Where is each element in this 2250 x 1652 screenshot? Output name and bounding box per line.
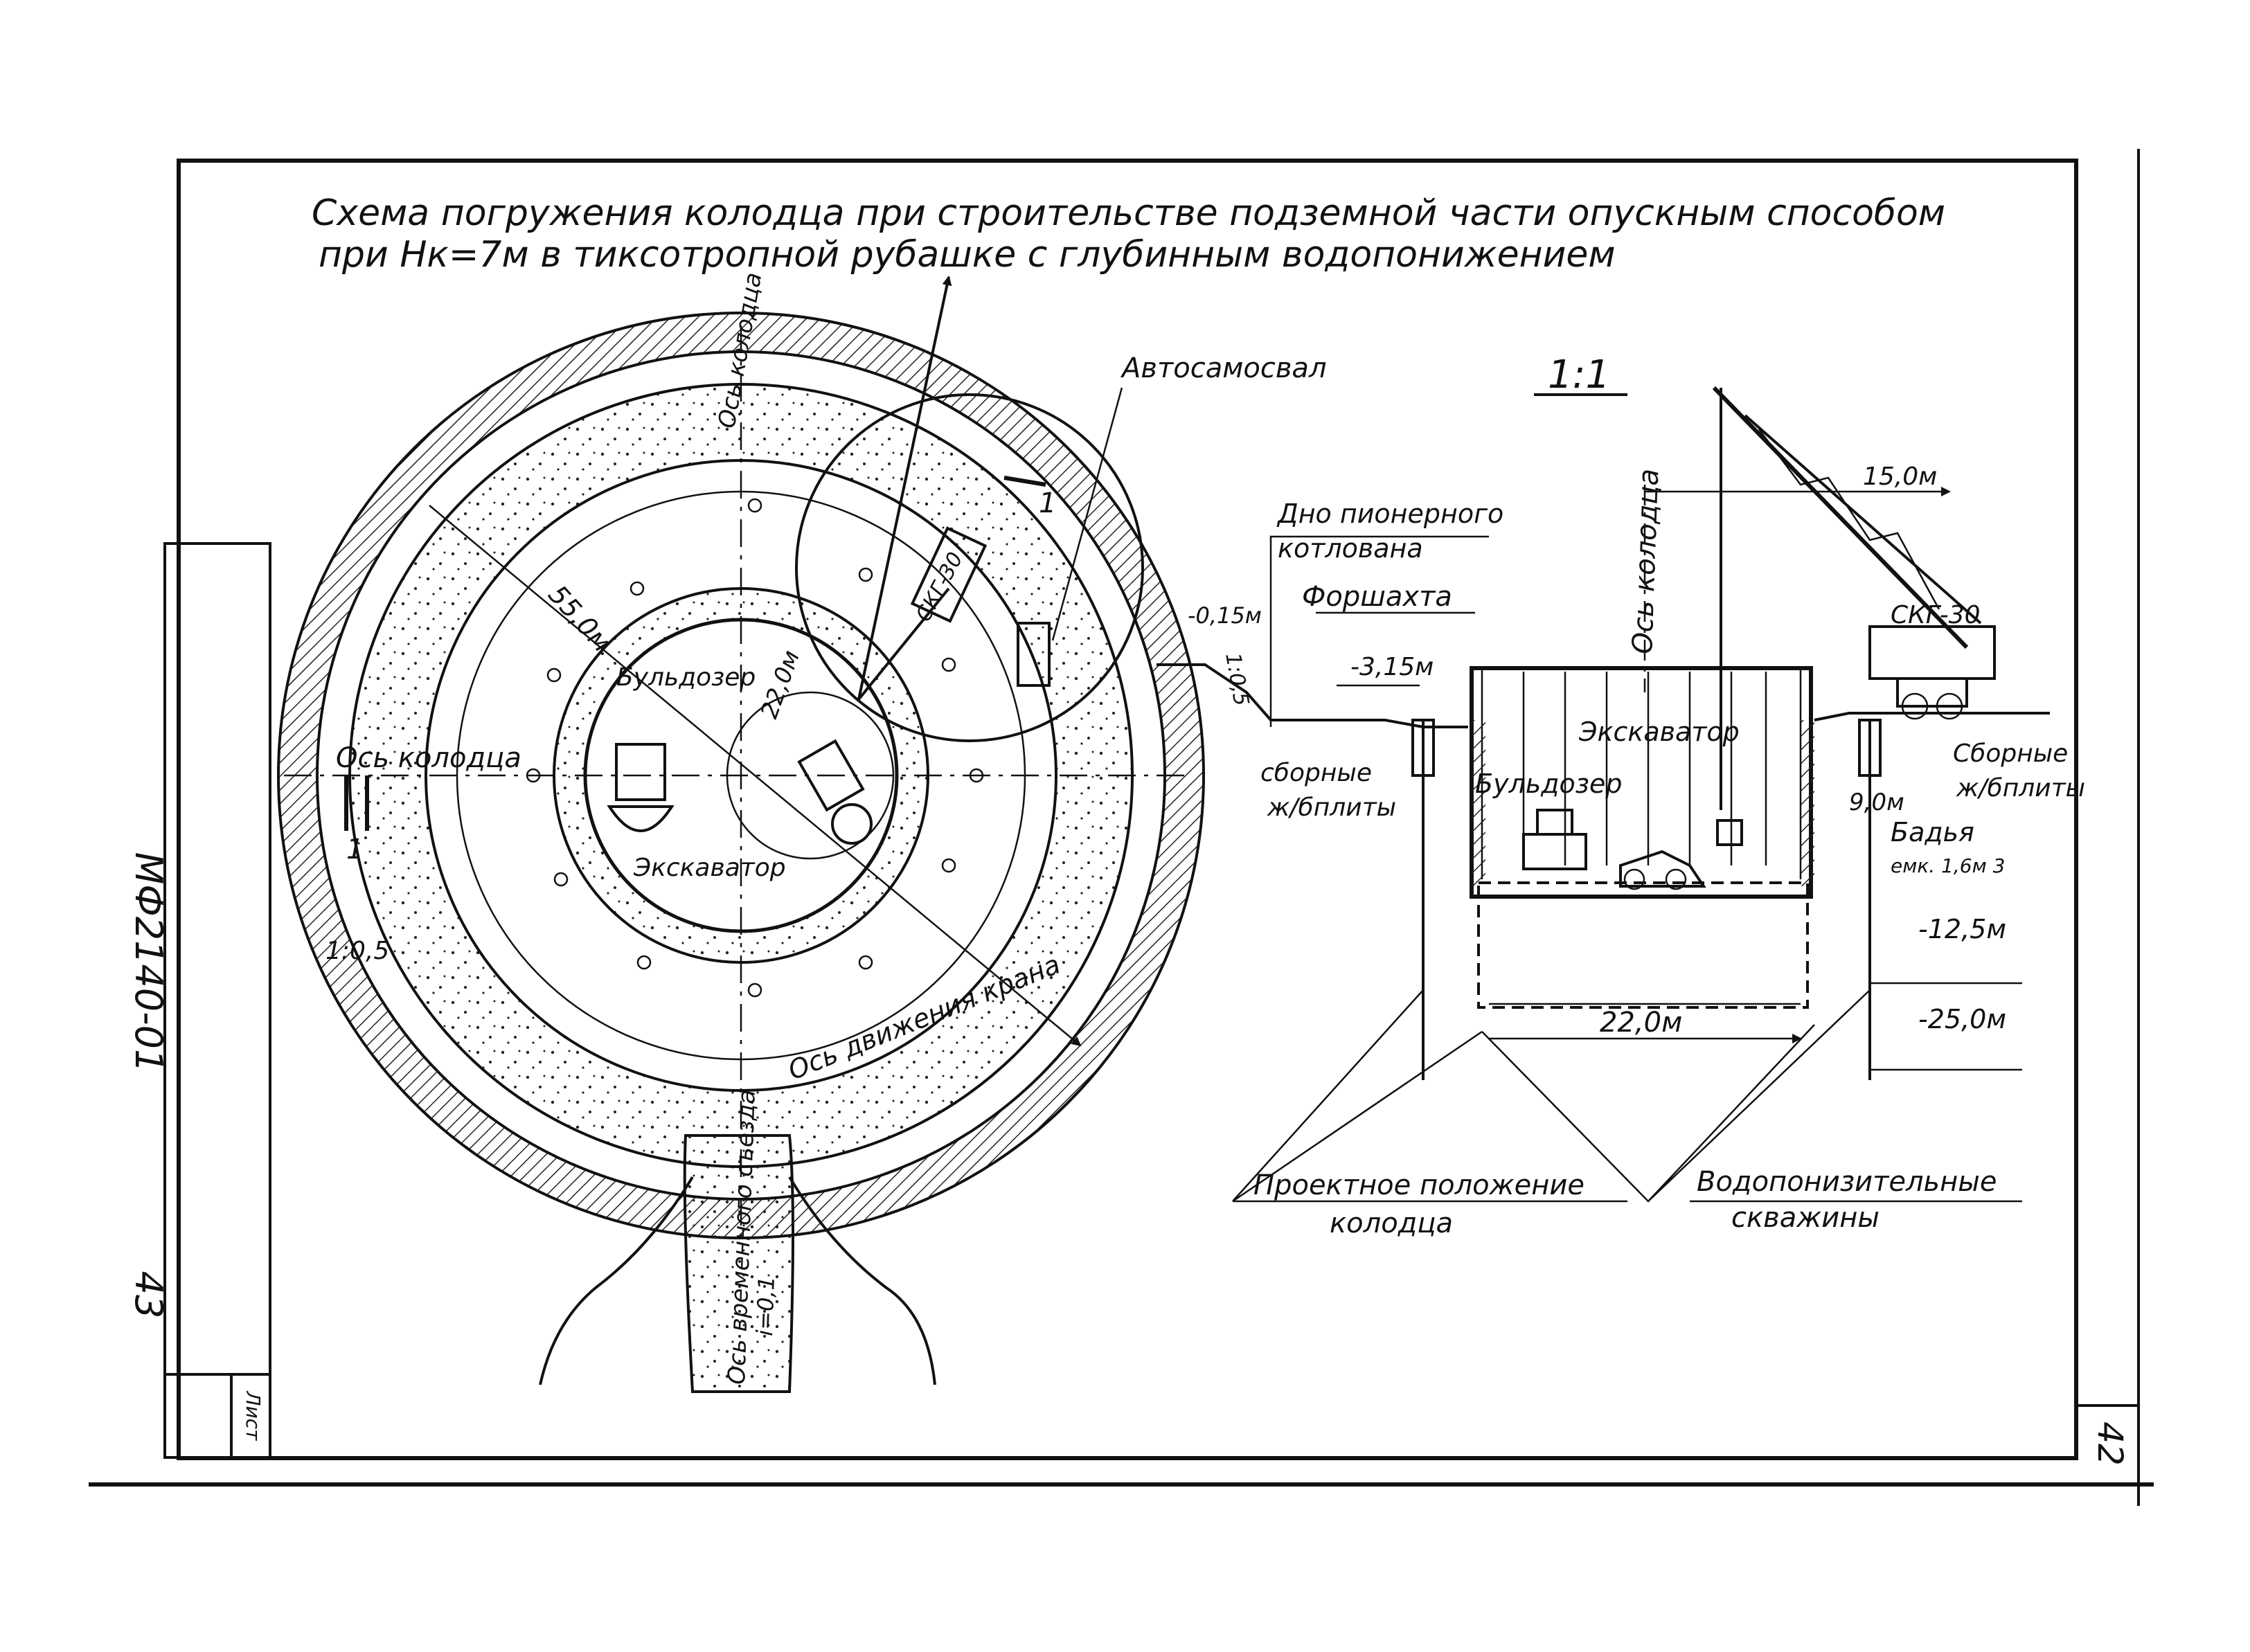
- bucket-label-2: емк. 1,6м 3: [1891, 854, 2005, 877]
- excavator-plan-symbol: [797, 739, 873, 845]
- plan-road-slope: i=0,1: [751, 1275, 780, 1336]
- plan-dump-truck-label: Автосамосвал: [1120, 352, 1327, 384]
- plan-section-mark-right: 1: [1039, 487, 1056, 519]
- section-crane-label: СКГ-30: [1891, 601, 1981, 629]
- title-line-1: Схема погружения колодца при строительст…: [312, 192, 1945, 234]
- section-scale-label: 1:1: [1548, 352, 1610, 397]
- dewatering-wells-label-2: скважины: [1731, 1202, 1880, 1234]
- section-dim-22: 22,0м: [1600, 1007, 1682, 1039]
- dewatering-wells-section: [1411, 719, 2022, 1080]
- sheet-frame: [89, 149, 2154, 1506]
- dump-truck-plan-symbol: [1017, 622, 1051, 687]
- precast-left-label-2: ж/бплиты: [1267, 793, 1396, 822]
- precast-right-label-2: ж/бплиты: [1956, 774, 2085, 802]
- title-line-2: при Нк=7м в тиксотропной рубашке с глуби…: [319, 234, 1616, 276]
- pioneer-pit-label-1: Дно пионерного: [1276, 499, 1503, 529]
- plan-section-mark-left: 1: [346, 834, 364, 865]
- design-position-label-2: колодца: [1330, 1207, 1453, 1239]
- list-label: Лист: [242, 1391, 265, 1442]
- section-axis-label: Ось колодца: [1627, 468, 1665, 654]
- section-mark-315: -3,15м: [1350, 653, 1434, 681]
- plan-view: Ось колодца Ось колодца 1 1 1:0,5 55,0м …: [277, 270, 1327, 1393]
- crane-section-symbol: [1712, 386, 1996, 846]
- section-view: 1:1: [1157, 352, 2085, 1239]
- plan-excavator-label: Экскаватор: [633, 854, 786, 882]
- doc-code: МФ2140-01: [127, 852, 170, 1073]
- section-mark-125: -12,5м: [1918, 914, 2006, 944]
- bucket-label-1: Бадья: [1891, 817, 1974, 847]
- section-dim-90: 9,0м: [1849, 789, 1904, 816]
- dewatering-wells-plan: [526, 498, 984, 998]
- page-number-left: 43: [127, 1271, 170, 1319]
- bulldozer-plan-symbol: [607, 743, 675, 832]
- precast-left-label-1: сборные: [1260, 759, 1372, 787]
- side-stamp: МФ2140-01 43 Лист 42: [127, 852, 2130, 1466]
- forshakhta-label: Форшахта: [1302, 581, 1452, 613]
- plan-slope-left: 1:0,5: [325, 937, 389, 965]
- drawing-title: Схема погружения колодца при строительст…: [312, 192, 1945, 276]
- design-position-label-1: Проектное положение: [1253, 1169, 1584, 1201]
- precast-right-label-1: Сборные: [1953, 739, 2068, 768]
- section-dim-15: 15,0м: [1863, 463, 1937, 491]
- plan-axis-horizontal-label: Ось колодца: [336, 742, 521, 774]
- plan-dim-55: 55,0м: [542, 580, 617, 658]
- plan-bulldozer-label: Бульдозер: [616, 663, 756, 692]
- section-excavator-label: Экскаватор: [1578, 717, 1740, 747]
- crane-plan-symbol: [857, 526, 988, 701]
- section-equipment: [1522, 809, 1706, 890]
- plan-mark-015: -0,15м: [1188, 602, 1262, 629]
- dewatering-wells-label-1: Водопонизительные: [1697, 1166, 1997, 1198]
- page-number-right: 42: [2090, 1421, 2130, 1466]
- section-bulldozer-label: Бульдозер: [1475, 769, 1622, 799]
- section-mark-250: -25,0м: [1918, 1004, 2006, 1034]
- pioneer-pit-label-2: котлована: [1278, 533, 1423, 564]
